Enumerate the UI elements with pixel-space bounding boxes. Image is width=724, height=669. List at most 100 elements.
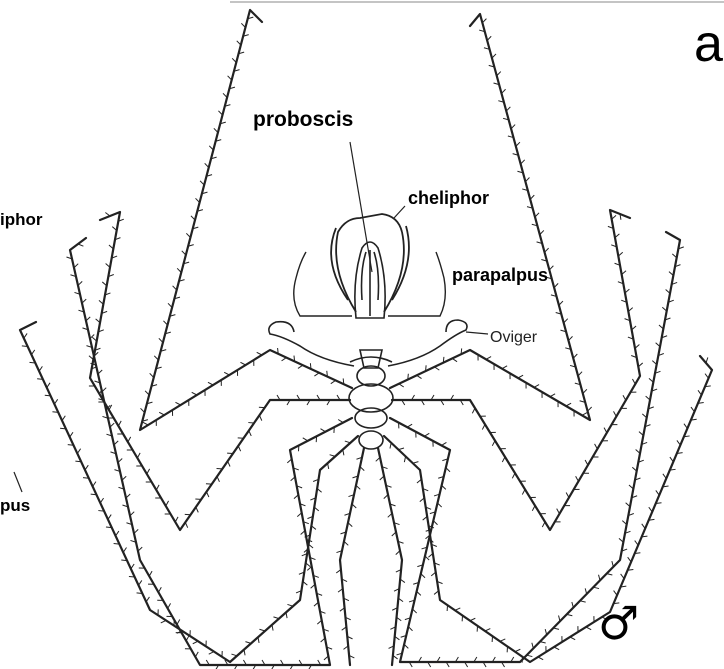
leg-seta xyxy=(649,507,652,512)
leg-seta xyxy=(502,366,507,369)
leg-seta xyxy=(320,429,325,432)
leg-seta xyxy=(567,614,573,615)
leg-seta xyxy=(607,574,613,575)
leg-seta xyxy=(208,382,213,385)
leg-seta xyxy=(518,375,523,378)
leg-seta xyxy=(426,365,427,371)
leg-seta xyxy=(195,652,198,657)
leg-seta xyxy=(139,580,142,585)
leg-seta xyxy=(282,358,287,361)
leg-seta xyxy=(691,407,694,412)
leg-seta xyxy=(193,641,198,644)
leg-seta xyxy=(191,216,195,220)
leg-seta xyxy=(593,587,599,588)
leg-seta xyxy=(205,163,209,167)
leg-seta xyxy=(287,604,293,606)
leg-seta xyxy=(538,657,543,660)
leg-seta xyxy=(146,597,149,602)
leg-seta xyxy=(540,230,544,234)
leg-seta xyxy=(257,352,262,355)
leg-seta xyxy=(455,608,460,610)
leg-seta xyxy=(545,629,546,635)
label-parapalpus: parapalpus xyxy=(452,265,548,286)
leg-seta xyxy=(482,19,486,23)
leg-seta xyxy=(22,346,28,347)
leg-seta xyxy=(303,438,308,441)
leg-seta xyxy=(345,441,351,443)
leg-seta xyxy=(272,625,273,631)
leg-seta xyxy=(91,494,97,495)
leg-seta xyxy=(623,395,626,400)
leg-seta xyxy=(585,588,586,594)
leg-seta xyxy=(612,561,613,567)
leg-seta xyxy=(511,125,515,129)
leg-seta xyxy=(168,303,172,307)
leg-seta xyxy=(177,268,181,272)
leg-seta xyxy=(413,462,419,464)
leg-seta xyxy=(530,195,534,199)
leg-seta xyxy=(83,478,89,479)
leg-seta xyxy=(390,443,391,449)
trunk xyxy=(349,350,393,449)
leg-seta xyxy=(45,395,51,396)
leg-seta xyxy=(614,591,617,596)
leg-seta xyxy=(185,522,187,527)
leg-seta xyxy=(286,612,287,618)
leg-seta xyxy=(343,378,344,384)
title-fragment: a xyxy=(694,14,723,74)
leg-seta xyxy=(159,338,163,342)
leg-seta xyxy=(532,643,533,649)
leg-seta xyxy=(705,374,708,379)
leg-seta xyxy=(278,348,279,354)
leg-seta xyxy=(628,557,631,562)
leg-seta xyxy=(706,357,708,363)
leg-seta xyxy=(143,422,148,425)
leg-seta xyxy=(452,358,457,361)
leg-seta xyxy=(550,394,555,397)
leg-seta xyxy=(141,408,145,412)
leg-seta xyxy=(604,428,607,433)
leg-seta xyxy=(576,476,579,481)
leg-seta xyxy=(156,485,159,490)
leg-seta xyxy=(557,509,560,514)
leg-seta xyxy=(159,412,164,415)
leg-seta xyxy=(154,356,158,360)
leg-seta xyxy=(244,650,245,656)
leg-seta xyxy=(461,348,462,354)
leg-seta xyxy=(497,72,501,76)
leg-seta xyxy=(570,637,575,640)
leg-seta xyxy=(129,576,135,577)
leg-seta xyxy=(161,620,166,623)
leg-seta xyxy=(196,198,200,202)
leg-seta xyxy=(223,93,227,97)
leg-seta xyxy=(68,445,74,446)
leg-seta xyxy=(85,465,88,470)
leg-seta xyxy=(580,601,586,602)
leg-seta xyxy=(585,460,588,465)
leg-seta xyxy=(502,457,505,462)
leg-seta xyxy=(573,354,577,358)
leg-seta xyxy=(77,449,80,454)
leg-seta xyxy=(582,413,587,416)
label-cheliphor-left-cropped: iphor xyxy=(0,210,43,230)
leg-seta xyxy=(75,461,81,462)
leg-seta xyxy=(670,457,673,462)
leg-seta xyxy=(516,142,520,146)
leg-seta xyxy=(114,544,120,545)
leg-seta xyxy=(482,424,485,429)
leg-seta xyxy=(249,431,251,436)
leg-seta xyxy=(121,560,127,561)
leg-seta xyxy=(209,652,214,655)
leg-segment-10 xyxy=(378,448,402,665)
leg-seta xyxy=(217,476,219,481)
leg-seta xyxy=(545,248,549,252)
leg-seta xyxy=(535,213,539,217)
leg-seta xyxy=(572,602,573,608)
leg-seta xyxy=(54,399,57,404)
leg-seta xyxy=(621,574,624,579)
leg-seta xyxy=(158,587,161,592)
leg-seta xyxy=(522,489,525,494)
leg-seta xyxy=(532,506,535,511)
leg-seta xyxy=(564,319,568,323)
leg-seta xyxy=(98,511,104,512)
